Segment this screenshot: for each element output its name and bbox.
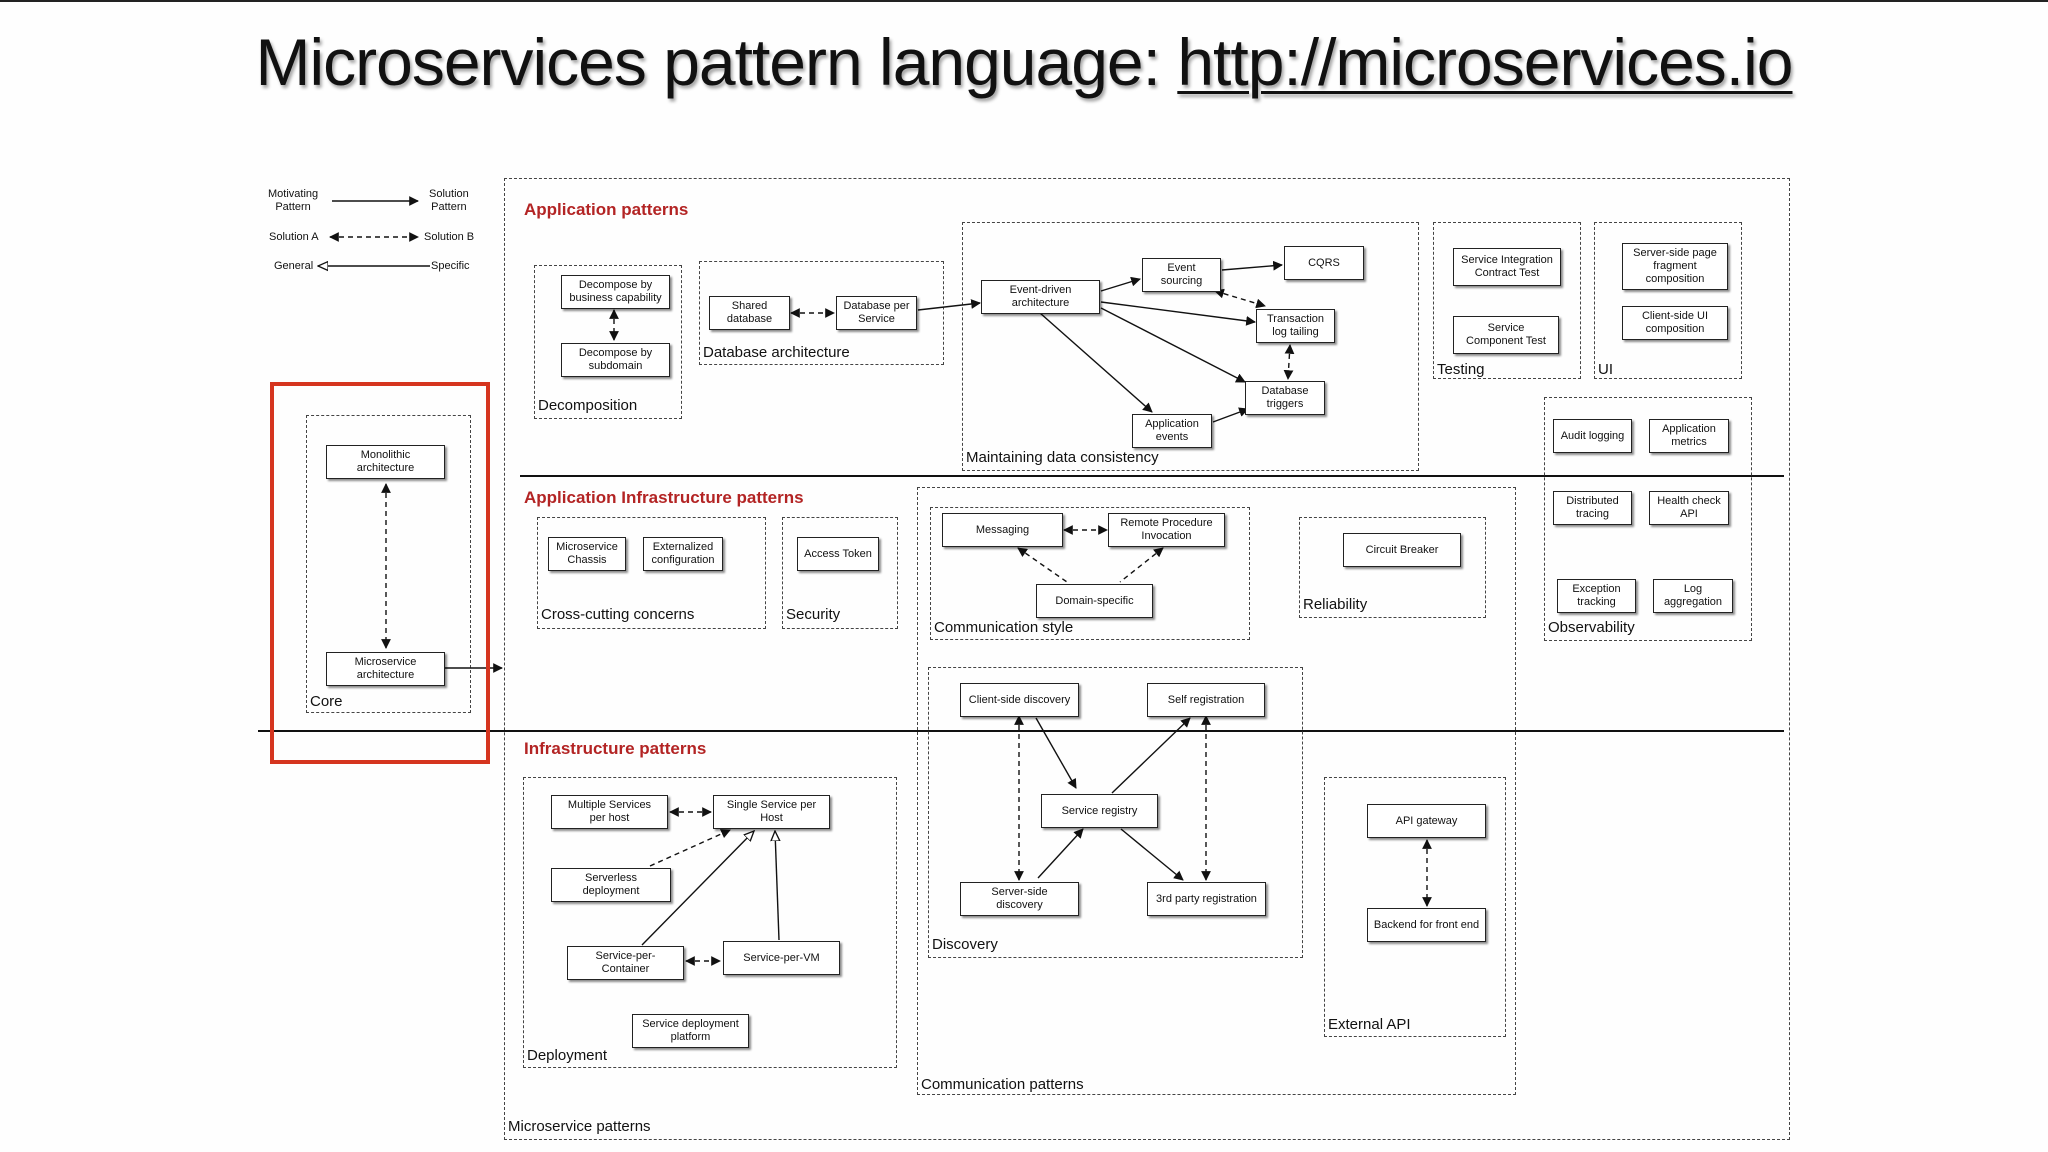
pattern-self-registration[interactable]: Self registration [1147,683,1265,717]
legend-solution-b-label: Solution B [424,231,475,243]
group-label-external-api: External API [1328,1016,1411,1033]
divider-application [520,475,1784,477]
group-label-discovery: Discovery [932,936,998,953]
group-label-decomposition: Decomposition [538,397,638,414]
group-security [782,517,898,629]
slide-title: Microservices pattern language: http://m… [0,24,2048,100]
group-observability [1544,397,1752,641]
top-border [0,0,2048,2]
group-reliability [1299,517,1486,618]
group-discovery [928,667,1303,958]
section-app-infra-patterns: Application Infrastructure patterns [524,488,804,507]
pattern-messaging[interactable]: Messaging [942,513,1063,547]
title-link[interactable]: http://microservices.io [1177,25,1793,99]
pattern-service-registry[interactable]: Service registry [1041,794,1158,828]
group-ui [1594,222,1742,379]
group-label-security: Security [786,606,841,623]
group-label-communication-style: Communication style [934,619,1074,636]
legend-specific-label: Specific [431,260,470,272]
pattern-api-gateway[interactable]: API gateway [1367,804,1486,838]
pattern-cqrs[interactable]: CQRS [1284,246,1364,280]
group-core [306,415,471,713]
pattern-backend-for-front-end[interactable]: Backend for front end [1367,908,1486,942]
group-testing [1433,222,1581,379]
group-data-consistency [962,222,1419,471]
section-application-patterns: Application patterns [524,200,689,219]
pattern-audit-logging[interactable]: Audit logging [1553,419,1632,453]
group-label-communication-patterns: Communication patterns [921,1076,1084,1093]
group-label-observability: Observability [1548,619,1635,636]
group-microservice-patterns [504,178,1790,1140]
group-database-architecture [699,261,944,365]
group-communication-style [930,507,1250,640]
legend-general-label: General [274,260,314,272]
group-label-core: Core [310,693,343,710]
group-decomposition [534,265,682,419]
pattern-circuit-breaker[interactable]: Circuit Breaker [1343,533,1461,567]
pattern-domain-specific[interactable]: Domain-specific [1036,584,1153,618]
group-label-microservice-patterns: Microservice patterns [508,1118,651,1135]
group-label-ui: UI [1598,361,1613,378]
group-external-api [1324,777,1506,1037]
group-label-database-architecture: Database architecture [703,344,850,361]
pattern-client-side-discovery[interactable]: Client-side discovery [960,683,1079,717]
legend-solution-a-label: Solution A [269,231,319,243]
section-infrastructure-patterns: Infrastructure patterns [524,739,707,758]
group-label-testing: Testing [1437,361,1485,378]
pattern-access-token[interactable]: Access Token [797,537,879,571]
pattern-3rd-party-registration[interactable]: 3rd party registration [1147,882,1266,916]
group-communication-patterns [917,487,1516,1095]
core-highlight-frame [270,382,490,764]
pattern-service-per-container[interactable]: Service-per-Container [567,946,684,980]
title-prefix: Microservices pattern language: [255,25,1178,99]
group-cross-cutting [537,517,766,629]
group-label-reliability: Reliability [1303,596,1368,613]
group-label-cross-cutting: Cross-cutting concerns [541,606,695,623]
pattern-service-per-vm[interactable]: Service-per-VM [723,941,840,975]
group-label-deployment: Deployment [527,1047,608,1064]
group-deployment [523,777,897,1068]
group-label-data-consistency: Maintaining data consistency [966,449,1159,466]
